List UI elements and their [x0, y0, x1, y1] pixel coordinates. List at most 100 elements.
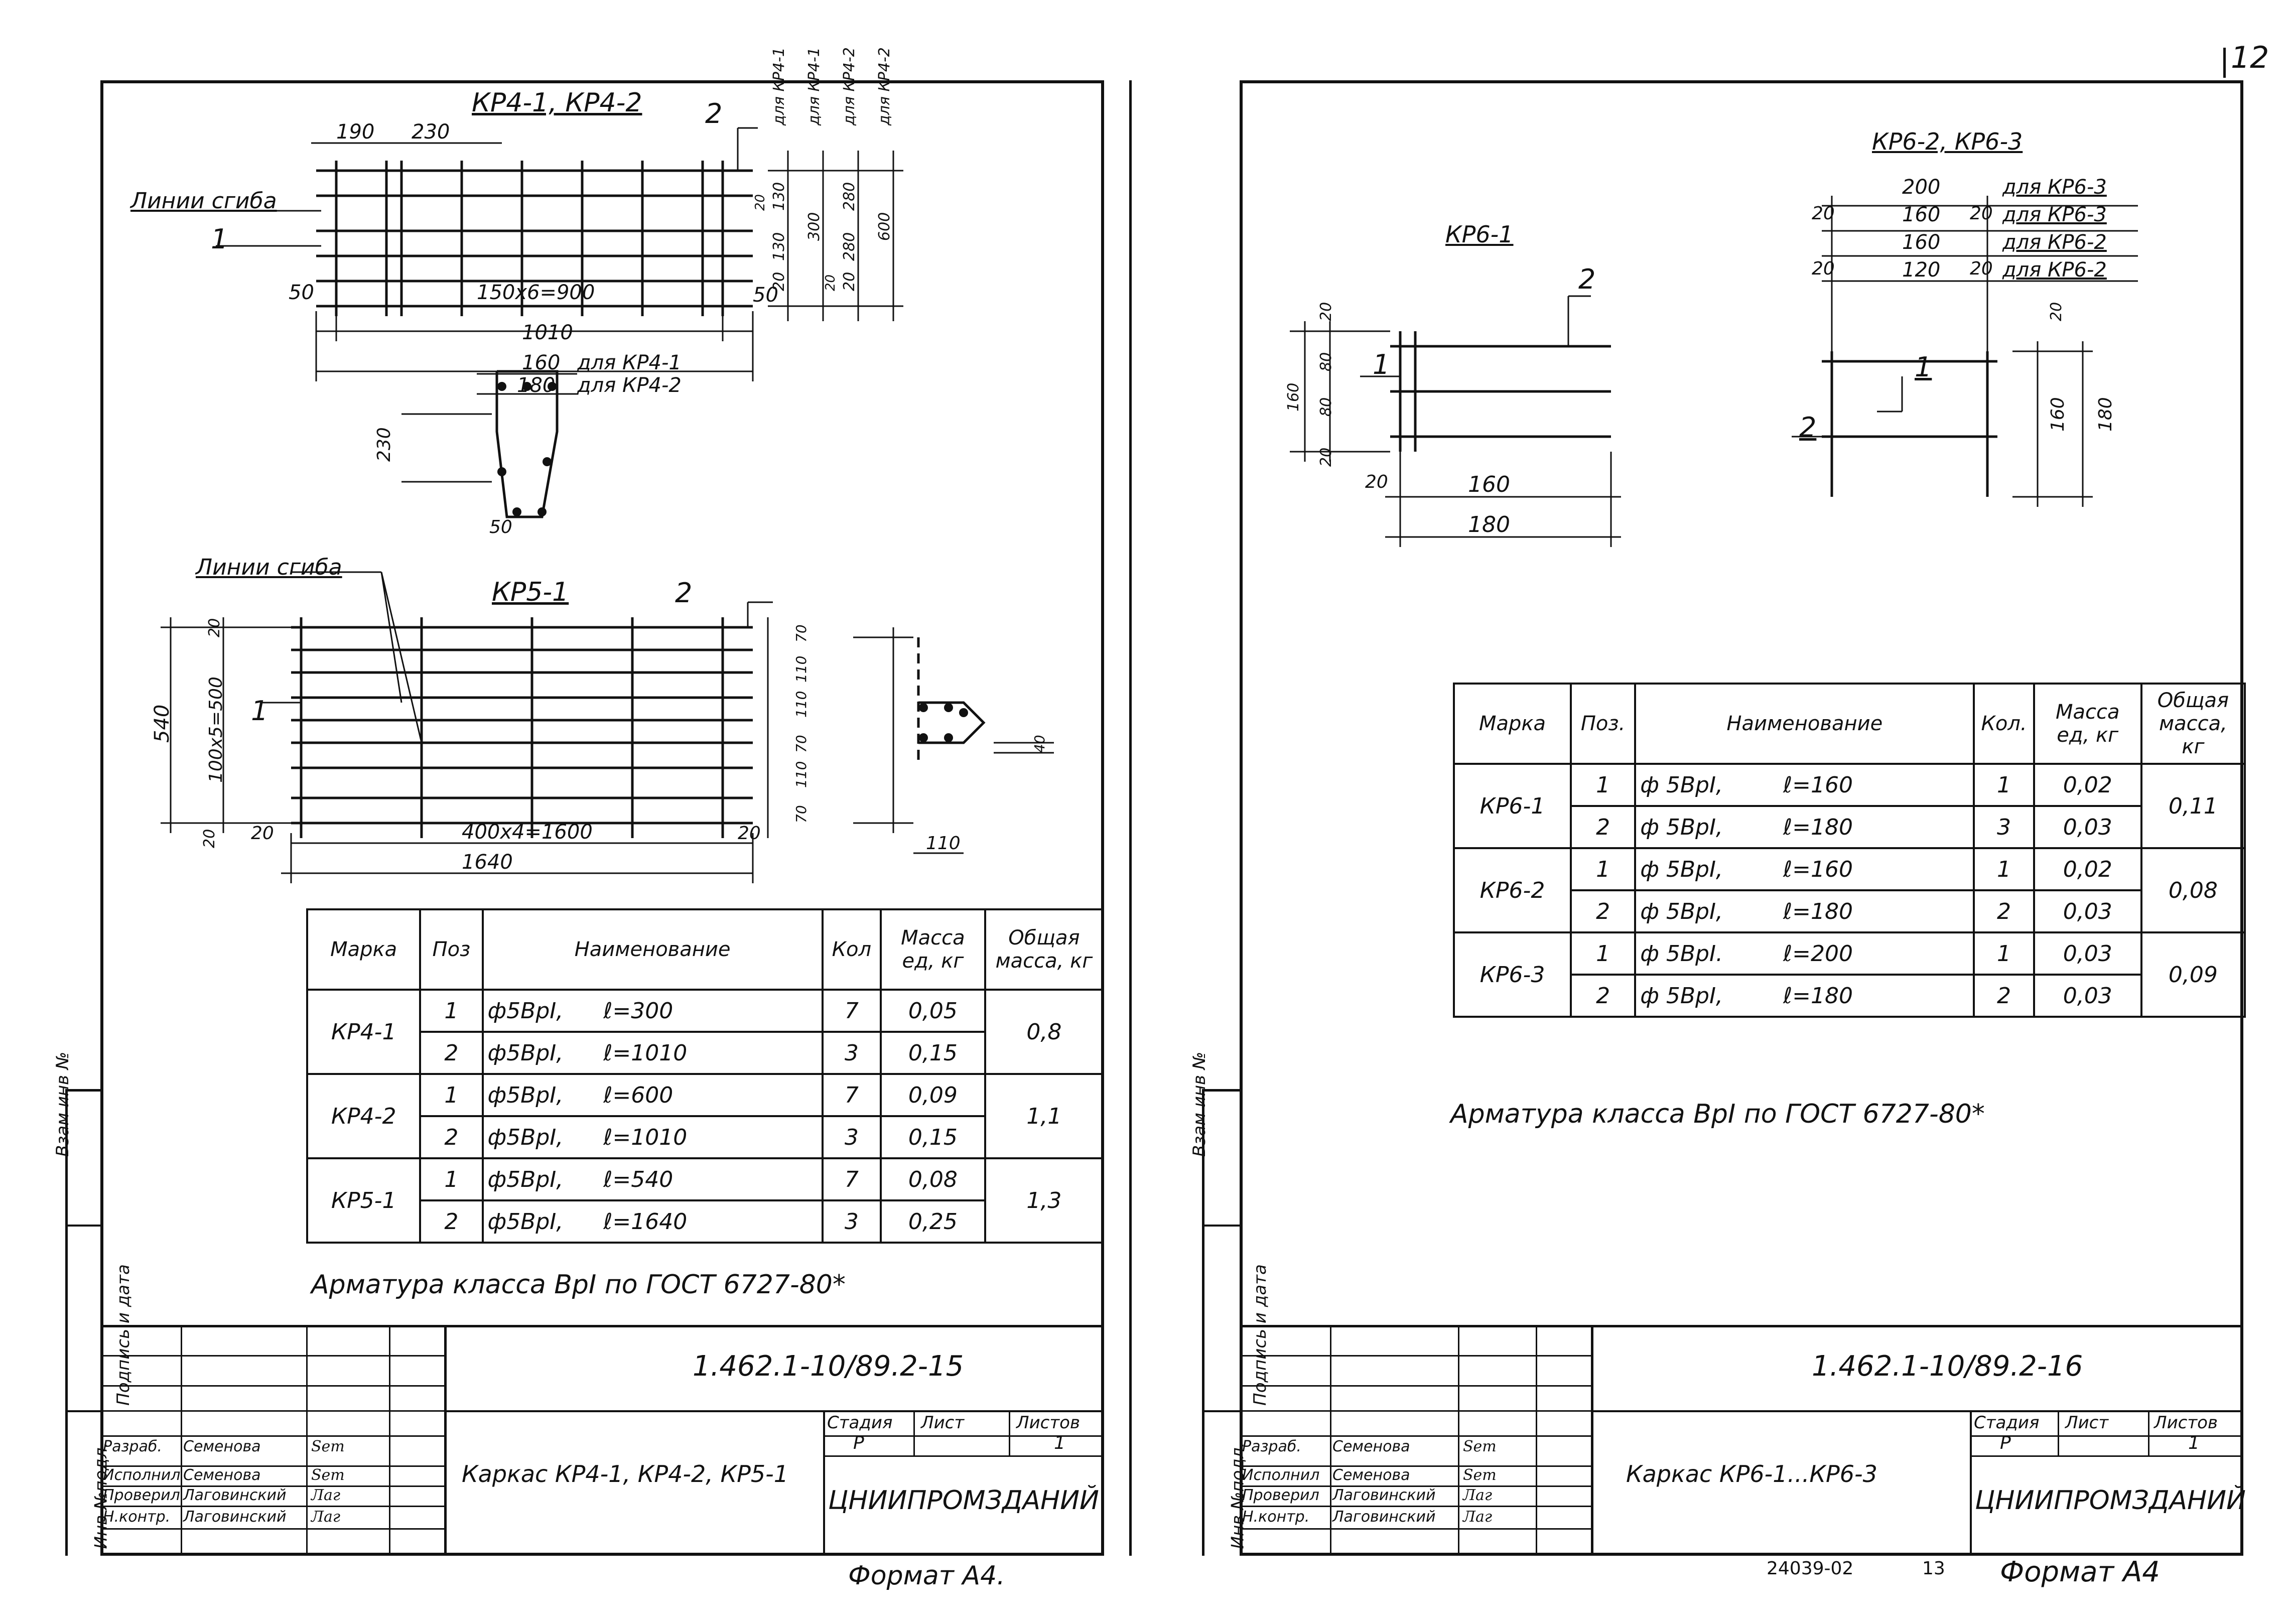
- table-row: КР4-1 1 ф5ВрI,ℓ=300 7 0,05 0,8: [306, 989, 1105, 1075]
- left-kr4-dim-50b: 50: [753, 284, 778, 307]
- left-side-column-top: [65, 1089, 103, 1092]
- right-side-column-line: [1202, 1089, 1204, 1556]
- left-kr51-dim-20a: 20: [206, 618, 223, 637]
- right-side-divider-2: [1202, 1410, 1242, 1412]
- left-kr4-vdim-280a: 280: [841, 182, 858, 211]
- left-kr4-section-160: 160: [522, 351, 561, 374]
- left-kr4-vdim-300: 300: [805, 212, 823, 241]
- left-kr4-pos1: 1: [211, 223, 228, 255]
- left-kr51-dim-110: 110: [926, 833, 961, 854]
- table-cell-qty: 7: [821, 1073, 882, 1117]
- left-stamp-name-4: Лаговинский: [183, 1508, 287, 1526]
- right-th-pos: Поз.: [1569, 683, 1637, 765]
- right-stamp-role-2: Исполнил: [1242, 1466, 1320, 1484]
- right-side-label-3: Взам инв №: [1189, 1051, 1209, 1157]
- table-row: КР6-2 1 ф 5ВрI,ℓ=160 1 0,02 0,08: [1453, 847, 2246, 933]
- left-kr4-vlabel-4: для КР4-2: [876, 47, 893, 125]
- table-cell-qty: 3: [821, 1031, 882, 1075]
- left-total-2: 1,1: [984, 1073, 1105, 1159]
- table-cell-name: ф5ВрI,: [487, 1082, 564, 1108]
- left-kr51-title: КР5-1: [492, 577, 569, 607]
- left-stamp-grid-h2: [100, 1385, 444, 1387]
- left-kr4-section-for1: для КР4-1: [577, 351, 682, 374]
- right-stamp-name-4: Лаговинский: [1332, 1508, 1436, 1526]
- left-stamp-v3: [1009, 1410, 1010, 1455]
- left-kr4-section-180: 180: [517, 374, 556, 397]
- right-stamp-grid-v3: [1536, 1325, 1537, 1556]
- left-kr51-dim-20c: 20: [251, 823, 274, 844]
- left-kr4-section-50: 50: [489, 517, 512, 537]
- left-kr4-vdim-600: 600: [876, 212, 893, 241]
- right-stamp-grid-v2: [1458, 1325, 1459, 1556]
- right-stamp-v1: [1970, 1410, 1972, 1556]
- right-kr61-pos2: 2: [1578, 263, 1596, 295]
- table-row: КР5-1 1 ф5ВрI,ℓ=540 7 0,08 1,3: [306, 1157, 1105, 1244]
- right-stamp-sig-1: Sem: [1463, 1438, 1497, 1455]
- right-stamp-grid-h7: [1240, 1506, 1591, 1507]
- table-cell-name: ф 5ВрI,: [1640, 898, 1723, 924]
- right-stamp-sig-3: Лаг: [1463, 1486, 1493, 1504]
- right-th-mark: Марка: [1453, 683, 1572, 765]
- left-side-column-line: [65, 1089, 68, 1556]
- right-total-3: 0,09: [2140, 931, 2246, 1018]
- right-kr61-vdim-20b: 20: [1317, 447, 1335, 467]
- left-kr4-dim-190: 190: [336, 120, 375, 144]
- right-kr62-dim-20e: 20: [2048, 302, 2065, 321]
- table-cell-mass: 0,03: [2033, 931, 2142, 976]
- left-kr51-vright-4: 110: [793, 761, 810, 788]
- table-row: 2 ф5ВрI,ℓ=1010 3 0,15: [307, 1031, 1103, 1075]
- right-kr62-dim-20a: 20: [1812, 203, 1835, 224]
- page-number-tick: [2223, 48, 2226, 78]
- left-drawing-kr51: [161, 571, 1054, 883]
- right-stamp-grid-h2: [1240, 1385, 1591, 1387]
- left-stamp-sig-1: Sem: [311, 1438, 345, 1455]
- right-stamp-role-1: Разраб.: [1242, 1438, 1301, 1455]
- right-kr61-vdim-80b: 80: [1317, 397, 1335, 417]
- table-cell-name: ф 5ВрI,: [1640, 772, 1723, 798]
- left-kr51-vright-5: 70: [793, 805, 810, 823]
- table-cell-qty: 1: [1973, 931, 2035, 976]
- right-kr61-dim-180: 180: [1468, 512, 1510, 537]
- left-kr4-vdim-20c: 20: [753, 194, 768, 211]
- left-stamp-grid-h3: [100, 1410, 444, 1412]
- left-stamp-h2: [823, 1435, 1104, 1437]
- left-stamp-role-2: Исполнил: [103, 1466, 181, 1484]
- table-cell-len: ℓ=300: [603, 998, 674, 1024]
- left-kr51-dim-540: 540: [151, 704, 174, 743]
- table-cell-pos: 1: [419, 1157, 484, 1201]
- left-stamp-grid-h6: [100, 1485, 444, 1487]
- table-cell-name: ф 5ВрI,: [1640, 814, 1723, 840]
- left-stamp-grid-h7: [100, 1506, 444, 1507]
- left-stamp-org: ЦНИИПРОМЗДАНИЙ: [828, 1485, 1099, 1516]
- table-cell-pos: 2: [419, 1199, 484, 1244]
- table-cell-mass: 0,03: [2033, 974, 2142, 1018]
- left-stamp-name-3: Лаговинский: [183, 1486, 287, 1504]
- right-th-qty: Кол.: [1973, 683, 2035, 765]
- left-kr51-pos2: 2: [675, 577, 693, 609]
- right-kr62-pos1: 1: [1915, 351, 1932, 383]
- right-stamp-org: ЦНИИПРОМЗДАНИЙ: [1975, 1485, 2246, 1516]
- left-stamp-role-4: Н.контр.: [103, 1508, 171, 1526]
- table-row: 2 ф5ВрI,ℓ=1010 3 0,15: [307, 1115, 1103, 1159]
- left-stamp-sheet-h: Лист: [921, 1413, 965, 1433]
- left-th-mark: Марка: [306, 908, 422, 991]
- right-stamp-grid-v1: [1330, 1325, 1331, 1556]
- left-side-label-3: Взам инв №: [53, 1051, 73, 1157]
- left-stamp-v1: [823, 1410, 825, 1556]
- left-stamp-h1: [444, 1410, 1104, 1412]
- left-kr51-vright-1: 110: [793, 655, 810, 683]
- right-kr61-pos1: 1: [1373, 349, 1390, 380]
- table-cell-qty: 3: [1973, 805, 2035, 849]
- left-stamp-grid-h5: [100, 1465, 444, 1467]
- left-th-qty: Кол: [821, 908, 882, 991]
- right-kr61-title: КР6-1: [1445, 221, 1514, 248]
- left-side-divider-2: [65, 1410, 103, 1412]
- left-stamp-stage-h: Стадия: [827, 1413, 893, 1433]
- left-kr51-dim-400x4: 400х4=1600: [462, 821, 593, 844]
- table-row: КР6-1 1 ф 5ВрI,ℓ=160 1 0,02 0,11: [1453, 763, 2246, 849]
- right-stamp-v3: [2148, 1410, 2149, 1455]
- right-stamp-divider: [1591, 1325, 1593, 1556]
- right-mark-2: КР6-2: [1453, 847, 1572, 933]
- right-kr62-v180: 180: [2095, 397, 2116, 432]
- right-kr62-pos2: 2: [1799, 412, 1817, 443]
